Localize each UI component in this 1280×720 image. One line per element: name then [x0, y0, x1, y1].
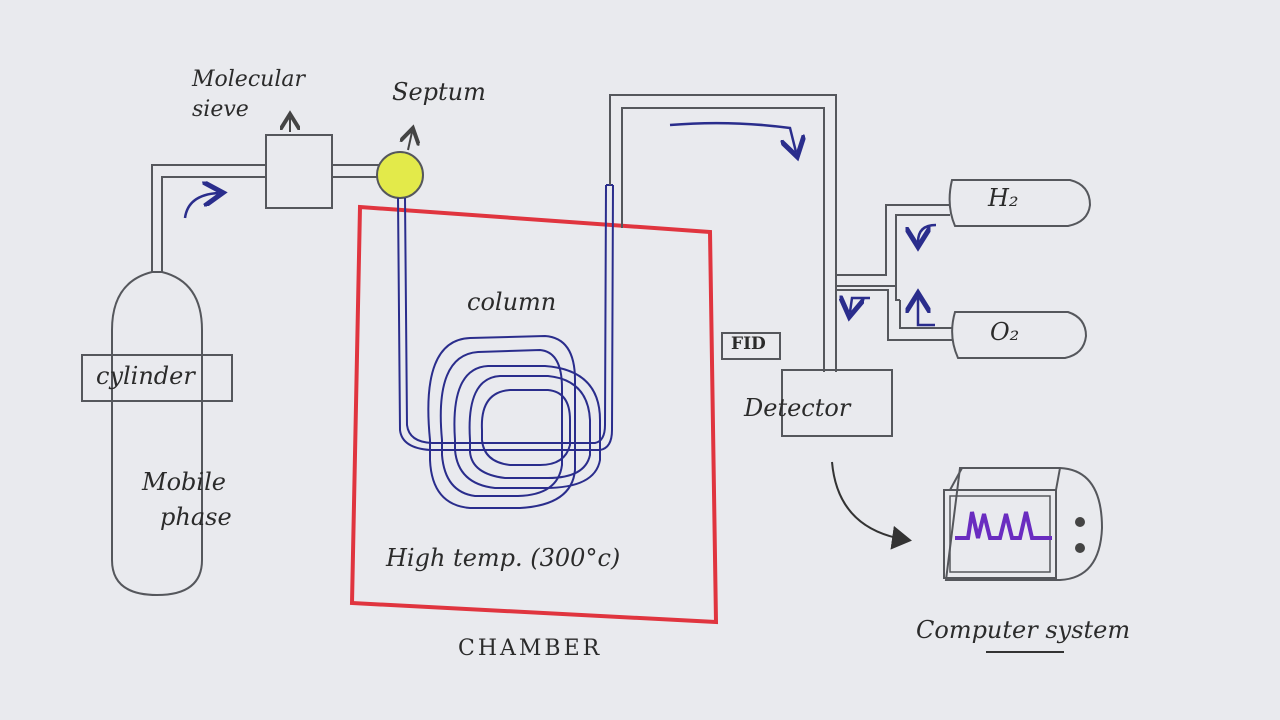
cylinder-label-box	[81, 354, 233, 402]
molecular-sieve-label-1: Molecular	[192, 67, 305, 92]
computer-system-label: Computer system	[916, 616, 1131, 644]
septum-circle	[376, 151, 424, 199]
mobile-phase-label-2: phase	[160, 503, 232, 531]
column-to-detector-pipe	[609, 94, 837, 372]
flow-arrow-icon	[669, 121, 796, 152]
signal-arrow-icon	[831, 461, 912, 550]
h2-label: H₂	[988, 184, 1019, 212]
chamber-label: CHAMBER	[458, 636, 603, 661]
flow-arrow-icon	[183, 193, 218, 219]
monitor-button-icon	[1075, 517, 1085, 527]
detector-box	[781, 369, 893, 437]
column-coil	[397, 184, 614, 509]
gas-cylinder	[81, 271, 233, 597]
fid-box	[721, 332, 781, 360]
detector-label: Detector	[744, 394, 851, 422]
high-temp-label: High temp. (300°c)	[386, 544, 621, 572]
flow-arrow-icon	[918, 298, 935, 327]
o2-label: O₂	[990, 318, 1020, 346]
chromatogram-signal	[955, 511, 1052, 540]
gas-supply-lines	[835, 204, 952, 341]
o2-tank	[951, 311, 1088, 359]
mobile-phase-label-1: Mobile	[142, 468, 226, 496]
column-label: column	[467, 288, 557, 316]
monitor-button-icon	[1075, 543, 1085, 553]
oven-chamber	[349, 204, 719, 625]
flow-arrow-icon	[918, 223, 937, 242]
computer-monitor	[943, 467, 1104, 581]
cylinder-label: cylinder	[96, 362, 195, 390]
carrier-gas-pipe	[151, 164, 382, 272]
molecular-sieve-box	[265, 134, 333, 209]
septum-label: Septum	[392, 78, 486, 106]
flow-arrow-icon	[850, 298, 870, 312]
septum-pointer	[408, 132, 412, 151]
fid-label: FID	[731, 334, 766, 354]
molecular-sieve-label-2: sieve	[192, 97, 249, 122]
h2-tank	[948, 179, 1092, 227]
